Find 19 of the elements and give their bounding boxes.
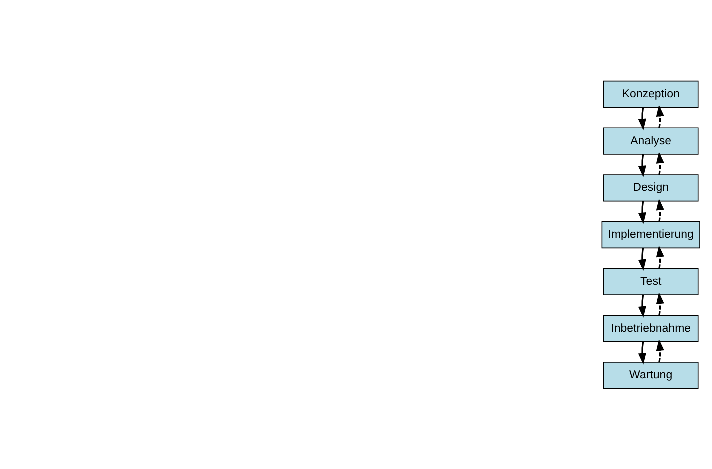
arrow (656, 338, 664, 362)
node-box: Analyse (603, 127, 699, 154)
node-box: Wartung (603, 362, 699, 389)
arrow (638, 106, 646, 130)
node-box: Test (603, 268, 699, 295)
arrow (638, 200, 646, 224)
arrow (638, 341, 646, 364)
arrow (656, 198, 664, 222)
node-box: Inbetriebnahme (603, 314, 699, 342)
arrow (638, 294, 646, 318)
node-box: Implementierung (602, 220, 700, 248)
arrow (638, 248, 646, 271)
arrow (656, 292, 664, 316)
arrow (656, 152, 664, 175)
node-box: Design (603, 174, 699, 202)
arrow (638, 154, 646, 177)
arrow (656, 245, 664, 268)
node-box: Konzeption (603, 80, 699, 108)
arrow (656, 104, 664, 128)
